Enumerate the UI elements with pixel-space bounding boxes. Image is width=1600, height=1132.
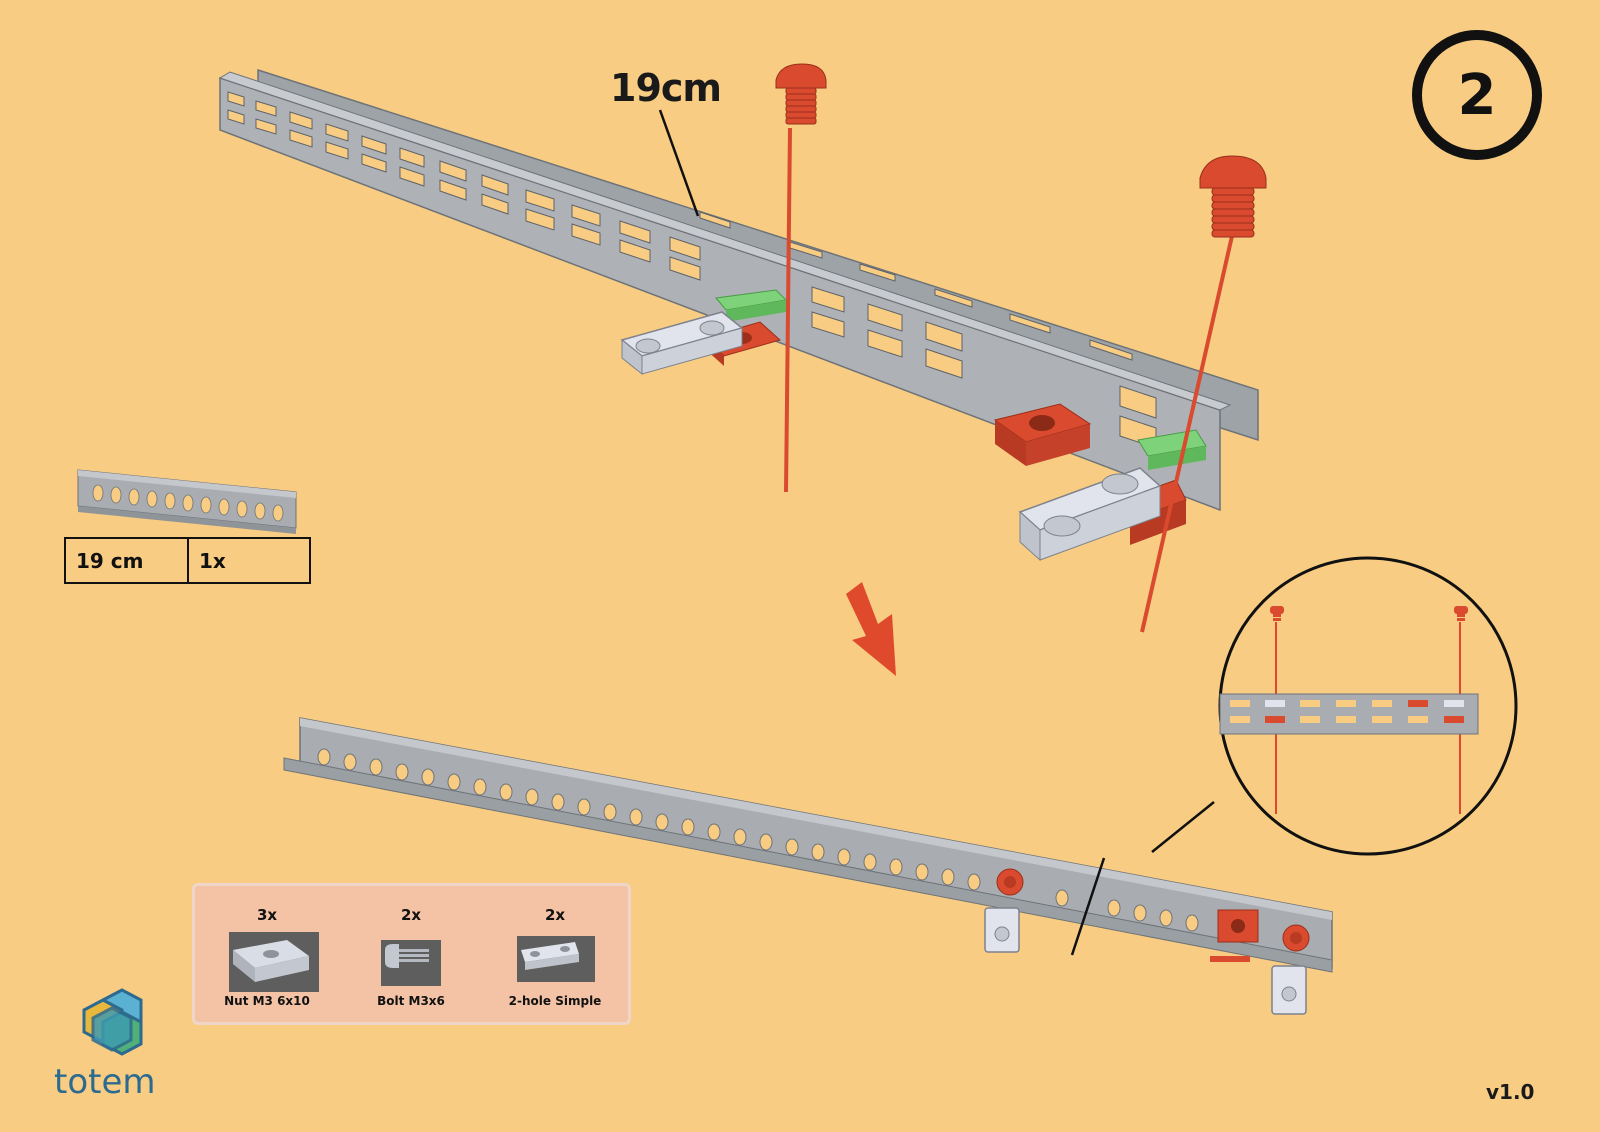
part-qty: 2x xyxy=(544,906,566,924)
parts-list-panel: 3x Nut M3 6x10 2x Bolt M3x6 2x 2-hole Si… xyxy=(192,883,631,1025)
part-quantity-cell: 1x xyxy=(199,548,226,573)
length-leader-line xyxy=(658,109,700,217)
part-name: 2-hole Simple xyxy=(508,994,602,1008)
step-number-badge: 2 xyxy=(1412,30,1542,160)
part-2-hole-plate: 2x 2-hole Simple xyxy=(485,886,625,1022)
step-number: 2 xyxy=(1457,62,1497,128)
left-fastener-group xyxy=(620,289,788,376)
top-beam-front xyxy=(218,71,1232,512)
part-nut: 3x Nut M3 6x10 xyxy=(197,886,337,1022)
detail-callout xyxy=(1218,556,1518,856)
right-fastener-group xyxy=(1018,429,1207,562)
part-qty: 3x xyxy=(256,906,278,924)
top-beam-slots xyxy=(227,91,1157,449)
plate-image xyxy=(517,936,595,982)
bolt-image xyxy=(381,940,441,986)
beam-thumbnail xyxy=(77,469,297,534)
version-label: v1.0 xyxy=(1486,1080,1535,1104)
cut-mark xyxy=(1070,857,1106,956)
right-bolt xyxy=(1140,155,1267,633)
left-bolt xyxy=(775,63,827,493)
down-arrow-icon xyxy=(846,582,896,676)
brand-name: totem xyxy=(54,1062,156,1102)
part-name: Bolt M3x6 xyxy=(377,994,445,1008)
totem-logo-icon xyxy=(82,988,143,1056)
middle-nut xyxy=(993,403,1092,466)
part-name: Nut M3 6x10 xyxy=(224,994,310,1008)
length-dimension-label: 19cm xyxy=(610,66,722,110)
back-beam-slots xyxy=(699,211,1133,361)
assembled-beam-holes xyxy=(317,748,1199,932)
part-table: 19 cm 1x xyxy=(64,537,311,584)
part-bolt: 2x Bolt M3x6 xyxy=(341,886,481,1022)
nut-image xyxy=(229,932,319,992)
part-qty: 2x xyxy=(400,906,422,924)
part-length-cell: 19 cm xyxy=(66,539,189,582)
assembled-fasteners xyxy=(984,868,1310,1015)
detail-leader-line xyxy=(1151,801,1215,853)
assembled-beam xyxy=(283,717,1333,973)
